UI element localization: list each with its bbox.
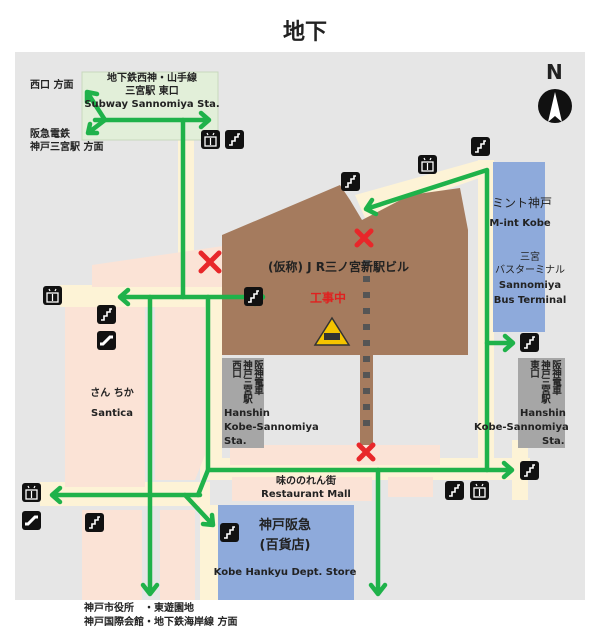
bottom-direction-1: 神戸市役所 ・東遊園地: [84, 603, 194, 614]
stairs-icon: [220, 523, 239, 542]
santica-jp: さん ちか: [90, 388, 134, 399]
hanshin-east-block: [518, 358, 565, 448]
hankyu-dept-block: [218, 505, 354, 600]
hankyu-dept-en: Kobe Hankyu Dept. Store: [213, 567, 357, 578]
stairs-icon: [341, 172, 360, 191]
subway-station-box: [81, 71, 219, 141]
restaurant-mall-en: Restaurant Mall: [261, 489, 351, 500]
stairs-icon: [445, 481, 464, 500]
nishiguchi-direction: 西口 方面: [30, 80, 74, 91]
jr-building-label: (仮称) J R三ノ宮新駅ビル: [268, 260, 410, 274]
escalator-icon: [97, 331, 116, 350]
escalator-icon: [22, 511, 41, 530]
elevator-icon: [470, 481, 489, 500]
hanshin-west-jp-3: 西口: [230, 360, 241, 377]
hankyu-line-label: 阪急電鉄: [30, 129, 70, 140]
elevator-icon: [22, 483, 41, 502]
hankyu-line-label-2: 神戸三宮駅 方面: [30, 142, 104, 153]
hanshin-east-jp-1: 阪神電車: [550, 360, 561, 394]
hankyu-dept-jp: 神戸阪急: [258, 518, 312, 533]
bus-terminal-1: 三宮: [520, 252, 540, 263]
stairs-icon: [225, 130, 244, 149]
stairs-icon: [97, 305, 116, 324]
stairs-icon: [471, 137, 490, 156]
stairs-icon: [85, 513, 104, 532]
shop-areas: [65, 245, 440, 600]
construction-sign-icon: [313, 316, 351, 346]
hanshin-west-en-2: Kobe-Sannomiya: [224, 422, 319, 433]
routes: [49, 89, 516, 597]
closed-x-icon: [354, 228, 374, 248]
closed-passage-dots: [363, 260, 370, 426]
closed-x-marks: [198, 228, 376, 462]
mint-kobe-label: ミント神戸: [491, 196, 553, 210]
hanshin-west-jp-1: 阪神電車: [252, 360, 263, 394]
subway-label-2: 三宮駅 東口: [125, 86, 179, 97]
santica-en: Santica: [91, 408, 133, 419]
hanshin-east-en-2: Kobe-Sannomiya: [474, 422, 569, 433]
bottom-direction-2: 神戸国際会館・地下鉄海岸線 方面: [84, 617, 238, 628]
hanshin-west-block: [222, 358, 264, 448]
elevator-icon: [201, 130, 220, 149]
hanshin-east-jp-2: 神戸三宮駅: [539, 360, 550, 403]
stairs-icon: [520, 461, 539, 480]
hanshin-west-en-1: Hanshin: [224, 408, 270, 419]
jr-building-construction: [222, 185, 468, 355]
compass-north-label: N: [546, 60, 563, 84]
hanshin-east-en-3: Sta.: [542, 436, 565, 447]
hanshin-east-en-1: Hanshin: [520, 408, 566, 419]
subway-label-1: 地下鉄西神・山手線: [107, 73, 197, 84]
construction-label: 工事中: [310, 291, 347, 305]
elevator-icon: [43, 286, 62, 305]
subway-label-3: Subway Sannomiya Sta.: [84, 99, 220, 110]
mint-kobe-en: M-int Kobe: [489, 218, 551, 229]
restaurant-mall-jp: 味ののれん街: [276, 476, 336, 487]
hankyu-dept-jp-2: (百貨店): [259, 538, 311, 553]
hanshin-east-jp-3: 東口: [528, 360, 539, 377]
stairs-icon: [244, 287, 263, 306]
stairs-icon: [520, 333, 539, 352]
closed-x-icon: [198, 250, 222, 274]
map-title: 地下: [283, 20, 328, 45]
hanshin-west-en-3: Sta.: [224, 436, 247, 447]
closed-x-icon: [356, 442, 376, 462]
bus-terminal-3: Sannomiya: [498, 280, 562, 291]
bus-terminal-2: バスターミナル: [495, 265, 565, 276]
bus-terminal-4: Bus Terminal: [493, 295, 567, 306]
elevator-icon: [418, 155, 437, 174]
hanshin-west-jp-2: 神戸三宮駅: [241, 360, 252, 403]
mint-kobe-block: [493, 162, 545, 332]
